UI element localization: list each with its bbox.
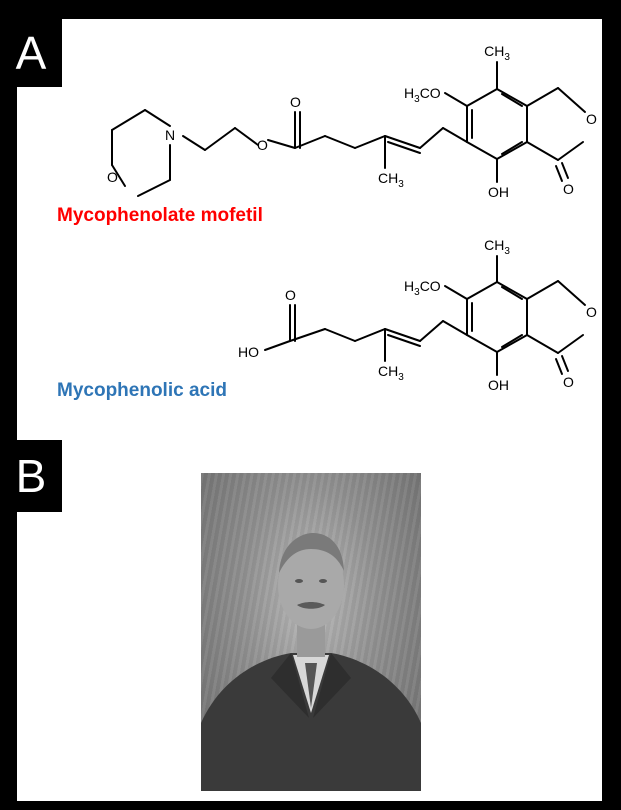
- mmf-n-label: N: [165, 127, 175, 143]
- mpa-oh-label: OH: [488, 377, 509, 393]
- panel-label-b: B: [0, 440, 62, 512]
- mpa-h3co-label: H3CO: [404, 278, 441, 298]
- mycophenolic-acid-name: Mycophenolic acid: [57, 380, 227, 401]
- mpa-ho-label: HO: [238, 344, 259, 360]
- mpa-acid-carbonyl-o-label: O: [285, 287, 296, 303]
- mmf-ester-carbonyl-o-label: O: [290, 94, 301, 110]
- mmf-oh-label: OH: [488, 184, 509, 200]
- mmf-h3co-label: H3CO: [404, 85, 441, 105]
- portrait-photo: [201, 473, 421, 791]
- mpa-carbonyl-o-label: O: [563, 374, 574, 390]
- mmf-ch3-chain-label: CH3: [378, 170, 404, 190]
- portrait-figure-icon: [201, 533, 421, 791]
- mpa-lactone-o-label: O: [586, 304, 597, 320]
- mpa-benzene-ring: [466, 280, 528, 354]
- mmf-morpholine-o-label: O: [107, 169, 118, 185]
- mycophenolate-mofetil-name: Mycophenolate mofetil: [57, 205, 263, 226]
- panel-label-a: A: [0, 19, 62, 87]
- mmf-benzene-ring: [466, 87, 528, 161]
- mmf-ester-o-label: O: [257, 137, 268, 153]
- mpa-ch3-chain-label: CH3: [378, 363, 404, 383]
- mmf-carbonyl-o-label: O: [563, 181, 574, 197]
- mmf-ch3-top-label: CH3: [484, 43, 510, 63]
- mpa-ch3-top-label: CH3: [484, 237, 510, 257]
- mmf-lactone-o-label: O: [586, 111, 597, 127]
